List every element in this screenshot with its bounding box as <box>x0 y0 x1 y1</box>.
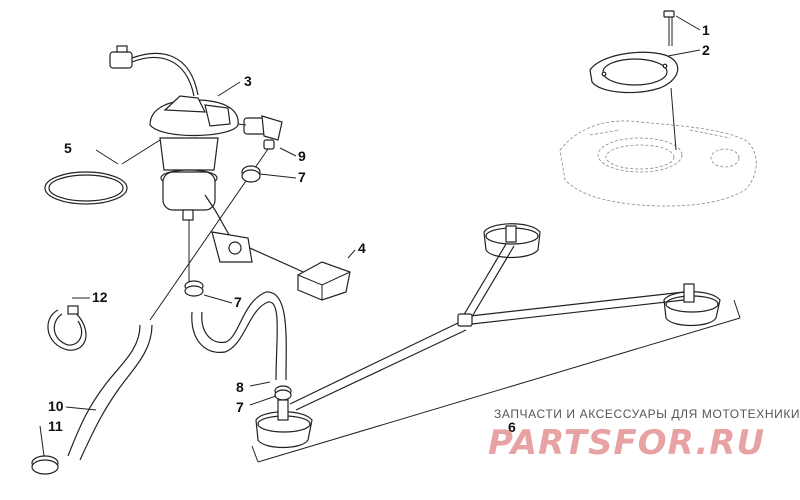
callout-label: 6 <box>508 419 516 435</box>
gasket-ring-part <box>44 171 128 205</box>
callout-label: 2 <box>702 42 710 58</box>
flange-ring-part <box>589 51 679 151</box>
fuel-pump-assembly-part <box>109 45 311 290</box>
hose-clip-part <box>31 455 59 475</box>
spring-clip-part <box>47 305 87 351</box>
hose-clamp-part <box>241 165 261 183</box>
callout-label: 11 <box>48 418 63 434</box>
screw-part <box>663 10 675 46</box>
watermark-brand: PARTSFOR.RU <box>488 423 765 463</box>
callout-label: 8 <box>236 379 244 395</box>
callout-label: 9 <box>298 148 306 164</box>
callout-label: 5 <box>64 140 72 156</box>
callout-label: 7 <box>298 169 306 185</box>
callout-label: 12 <box>92 289 108 305</box>
long-hose-part <box>67 324 153 461</box>
hose-clamp-part <box>184 280 204 297</box>
fuel-tank-outline <box>559 120 757 207</box>
callout-label: 10 <box>48 398 64 414</box>
leader-lines <box>39 15 701 457</box>
float-sender-part <box>297 261 351 301</box>
callout-label: 7 <box>234 294 242 310</box>
callout-label: 7 <box>236 399 244 415</box>
hose-clamp-part <box>274 385 292 401</box>
callout-label: 3 <box>244 73 252 89</box>
watermark-tagline: ЗАПЧАСТИ И АКСЕССУАРЫ ДЛЯ МОТОТЕХНИКИ <box>494 407 800 421</box>
curved-fuel-hose-part <box>191 291 287 381</box>
vent-hose-assembly-part <box>251 223 741 463</box>
callout-label: 4 <box>358 240 366 256</box>
callout-label: 1 <box>702 22 710 38</box>
